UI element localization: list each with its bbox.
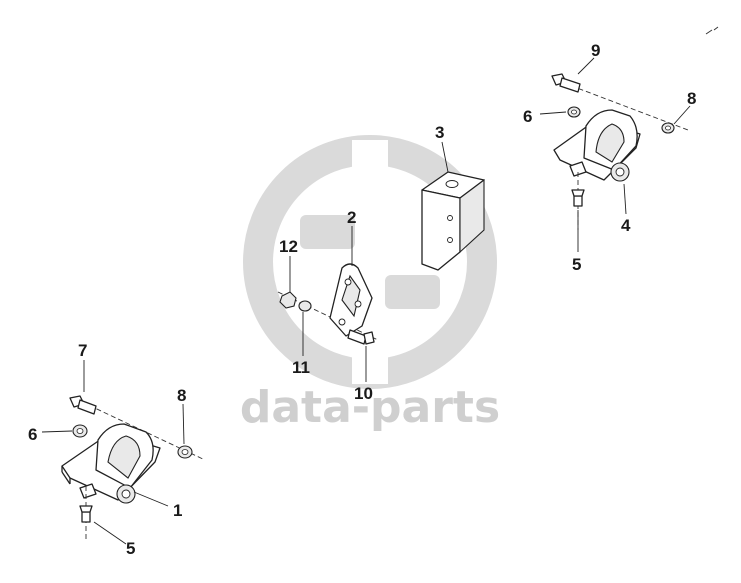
left-mount-assembly (41, 360, 206, 545)
callout-2: 2 (347, 208, 356, 227)
bolt-7 (69, 395, 97, 415)
callout-5-right: 5 (572, 255, 581, 274)
bushing-8-right (661, 122, 675, 134)
callout-10: 10 (354, 384, 373, 403)
callout-8-right: 8 (687, 89, 696, 108)
watermark-text: data-parts (240, 382, 500, 433)
right-mount-assembly (539, 57, 691, 252)
callout-4: 4 (621, 216, 631, 235)
leader-6-right (539, 111, 567, 115)
engine-mount-4 (553, 109, 641, 182)
watermark-gap (352, 140, 388, 384)
callout-6-right: 6 (523, 107, 532, 126)
leader-6-left (41, 430, 73, 433)
mount-bracket-3 (421, 141, 485, 271)
leader-4 (623, 183, 627, 215)
bolt-10 (347, 329, 375, 345)
watermark-left-bar (300, 215, 355, 249)
leader-1 (133, 491, 169, 507)
corner-mark (705, 26, 719, 35)
callout-11: 11 (292, 358, 310, 377)
watermark-right-bar (385, 275, 440, 309)
nut-6-left (72, 424, 88, 438)
leader-9 (577, 57, 595, 75)
callout-9: 9 (591, 41, 600, 60)
leader-3 (441, 141, 449, 173)
bushing-8-left (177, 445, 193, 459)
callout-7: 7 (78, 341, 87, 360)
callout-8-left: 8 (177, 386, 186, 405)
callout-3: 3 (435, 123, 444, 142)
leader-8-left (182, 403, 185, 445)
callout-5-left: 5 (126, 539, 135, 558)
washer-11 (298, 300, 312, 312)
callout-1: 1 (173, 501, 182, 520)
bolt-9 (551, 73, 581, 93)
callout-12: 12 (279, 237, 298, 256)
leader-5-left (93, 521, 127, 545)
callout-6-left: 6 (28, 425, 37, 444)
bolt-5-left (79, 486, 93, 540)
leader-8-right (673, 105, 691, 125)
bracket-2 (329, 263, 373, 337)
engine-mount-1 (61, 423, 161, 504)
middle-bracket-assembly (277, 226, 379, 382)
nut-6-right (567, 106, 581, 118)
